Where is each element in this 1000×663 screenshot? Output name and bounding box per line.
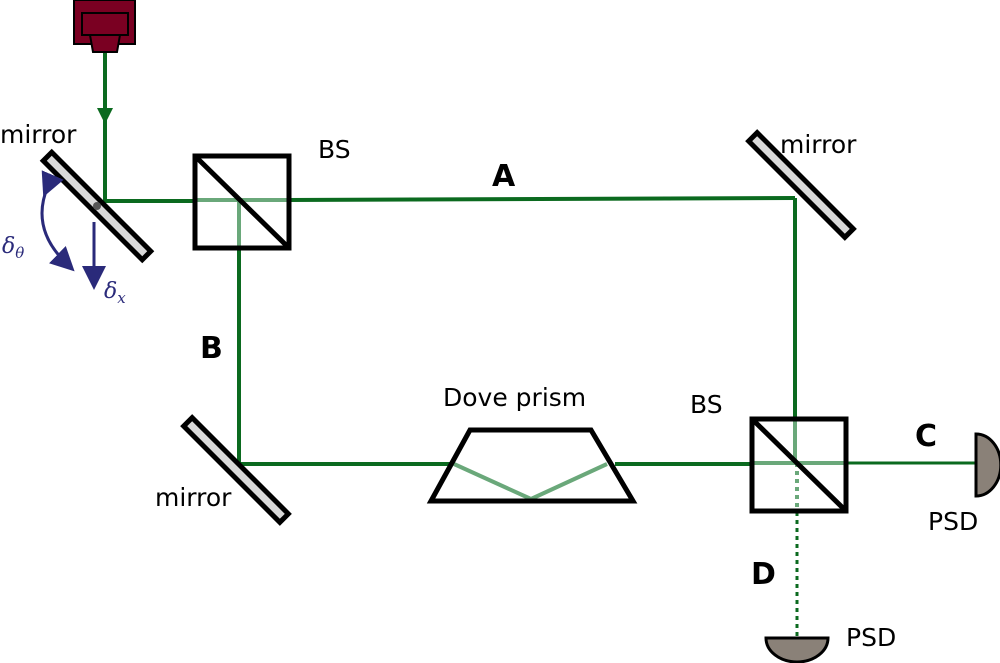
laser-icon [73,0,136,53]
psd-bottom-icon [764,636,830,663]
mirror-bottom-left-icon [180,414,292,526]
psd-bottom-label: PSD [846,623,896,652]
mirror-label-bottom-left: mirror [155,483,232,512]
dove-prism-icon [426,427,638,504]
rotation-arrow-icon [40,170,75,272]
beam-paths [97,52,975,636]
path-c-label: C [915,419,937,454]
dove-prism-label: Dove prism [443,383,586,412]
delta-x-label: δx [104,279,126,307]
beam-path-a [287,196,796,202]
input-beam-arrow [97,108,113,124]
psd-right-icon [974,432,1000,498]
bs-bottom-label: BS [690,390,723,419]
bs-top-label: BS [318,135,351,164]
mirror-label-top-left: mirror [0,120,77,149]
path-d-label: D [751,557,776,592]
beam-splitter-top-icon [192,153,292,251]
path-b-label: B [200,331,223,366]
dove-prism-internal-beam [453,462,608,502]
path-a-label: A [492,159,516,194]
delta-theta-label: δθ [2,234,24,262]
psd-right-label: PSD [928,507,978,536]
mirror-label-top-right: mirror [780,130,857,159]
beam-splitter-bottom-icon [749,416,849,514]
mirror-top-right-icon [745,129,857,241]
pivot-point [93,202,101,210]
